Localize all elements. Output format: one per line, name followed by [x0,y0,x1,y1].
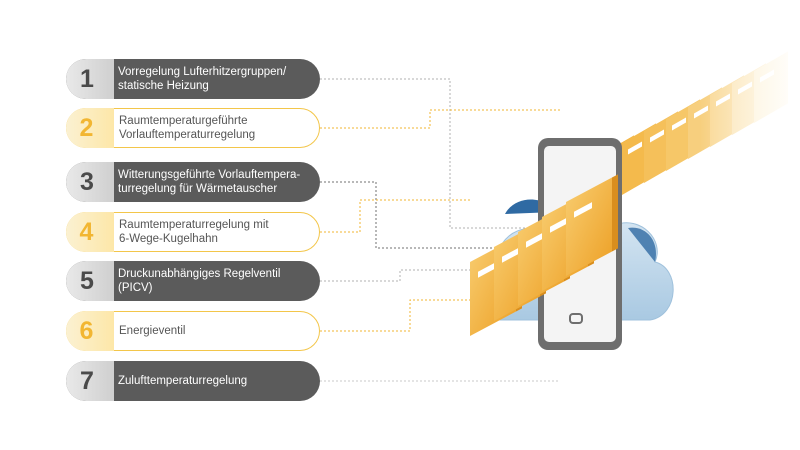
connector-4 [320,199,470,233]
number-badge: 2 [65,107,114,148]
list-item-7: 7 Zulufttemperaturregelung [66,361,320,401]
item-label: Vorregelung Lufterhitzergruppen/ statisc… [118,59,312,99]
item-label-text: Zulufttemperaturregelung [118,375,248,387]
number-badge: 1 [66,59,114,99]
item-number: 7 [80,367,94,395]
list-item-3: 3 Witterungsgeführte Vorlauftempera- tur… [66,162,320,202]
folder-stack-front [470,174,618,336]
number-badge: 5 [66,261,114,301]
number-badge: 3 [66,162,114,202]
item-number: 4 [79,217,94,246]
item-number: 3 [80,168,94,196]
item-label-text: Raumtemperaturgeführte Vorlauftemperatur… [119,115,256,141]
list-item-1: 1 Vorregelung Lufterhitzergruppen/ stati… [66,59,320,99]
connector-lines [320,78,560,382]
connector-1 [320,78,540,229]
list-item-2: 2 Raumtemperaturgeführte Vorlauftemperat… [65,107,320,148]
item-label-text: Vorregelung Lufterhitzergruppen/ statisc… [118,66,287,92]
item-label-text: Raumtemperaturregelung mit 6-Wege-Kugelh… [119,219,269,245]
item-label: Zulufttemperaturregelung [118,361,312,401]
connector-3 [320,181,520,249]
item-label-text: Witterungsgeführte Vorlauftempera- turre… [118,169,301,195]
item-number: 2 [79,113,94,142]
item-number: 6 [79,316,94,345]
item-number: 5 [80,267,94,295]
item-number: 1 [80,65,94,93]
item-label: Druckunabhängiges Regelventil (PICV) [118,261,312,301]
number-badge: 6 [65,310,114,351]
connector-2 [320,109,560,129]
item-label-text: Energieventil [119,325,186,337]
number-badge: 7 [66,361,114,401]
list-item-5: 5 Druckunabhängiges Regelventil (PICV) [66,261,320,301]
connector-5 [320,269,470,282]
connector-6 [320,299,470,332]
item-label: Witterungsgeführte Vorlauftempera- turre… [118,162,312,202]
number-badge: 4 [65,211,114,252]
list-item-6: 6 Energieventil [65,310,320,351]
item-label: Raumtemperaturgeführte Vorlauftemperatur… [119,109,311,147]
folder-stack-back [600,40,800,240]
item-label: Raumtemperaturregelung mit 6-Wege-Kugelh… [119,213,311,251]
item-label-text: Druckunabhängiges Regelventil (PICV) [118,268,281,294]
list-item-4: 4 Raumtemperaturregelung mit 6-Wege-Kuge… [65,211,320,252]
item-label: Energieventil [119,312,311,350]
